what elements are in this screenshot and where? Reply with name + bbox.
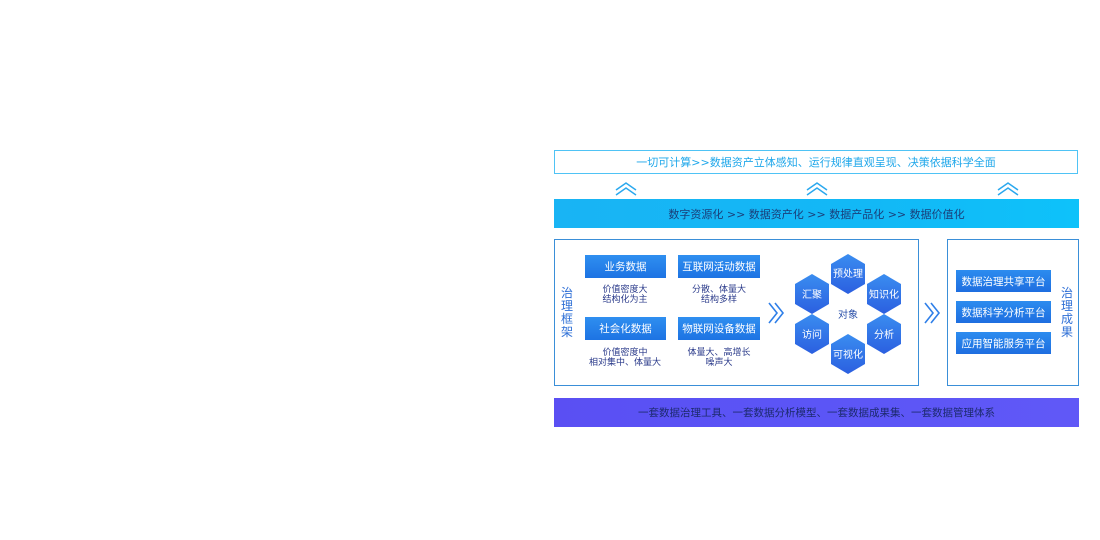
platform-data-science-analysis: 数据科学分析平台 [956,301,1051,323]
governance-results-label: 治理成果 [1060,286,1073,339]
chevron-right-icon [768,302,785,324]
vision-banner: 一切可计算>>数据资产立体感知、运行规律直观呈现、决策依据科学全面 [554,150,1078,174]
source-desc: 分散、体量大结构多样 [691,285,746,305]
source-desc: 价值密度中相对集中、体量大 [588,348,661,368]
platform-data-governance-sharing: 数据治理共享平台 [956,270,1051,292]
svg-text:知识化: 知识化 [869,288,899,301]
value-chain-banner: 数字资源化 >> 数据资产化 >> 数据产品化 >> 数据价值化 [554,199,1079,228]
svg-text:对象: 对象 [838,308,858,321]
up-arrow-icon [806,182,828,196]
svg-text:访问: 访问 [802,328,822,341]
hex-visualization: 可视化 [831,334,865,374]
hex-analysis: 分析 [867,314,901,354]
hex-access: 访问 [795,314,829,354]
source-desc: 体量大、高增长噪声大 [687,348,751,368]
svg-text:可视化: 可视化 [833,348,863,361]
svg-text:汇聚: 汇聚 [802,288,822,301]
chevron-right-icon [924,302,941,324]
hex-knowledge: 知识化 [867,274,901,314]
source-business-data: 业务数据 [585,255,666,278]
source-iot-data: 物联网设备数据 [678,317,760,340]
source-social-data: 社会化数据 [585,317,666,340]
hex-center: 对象 [832,297,864,333]
hex-preprocess: 预处理 [831,254,865,294]
toolset-banner: 一套数据治理工具、一套数据分析模型、一套数据成果集、一套数据管理体系 [554,398,1079,427]
governance-object-hex-cluster: 对象 预处理 知识化 分析 可视化 访问 汇聚 [795,254,901,374]
source-desc: 价值密度大结构化为主 [602,285,648,305]
up-arrow-icon [615,182,637,196]
up-arrow-icon [997,182,1019,196]
source-internet-data: 互联网活动数据 [678,255,760,278]
svg-text:分析: 分析 [874,328,894,341]
governance-framework-label: 治理框架 [560,286,573,339]
platform-application-intelligent-service: 应用智能服务平台 [956,332,1051,354]
hex-aggregation: 汇聚 [795,274,829,314]
svg-text:预处理: 预处理 [833,268,863,280]
